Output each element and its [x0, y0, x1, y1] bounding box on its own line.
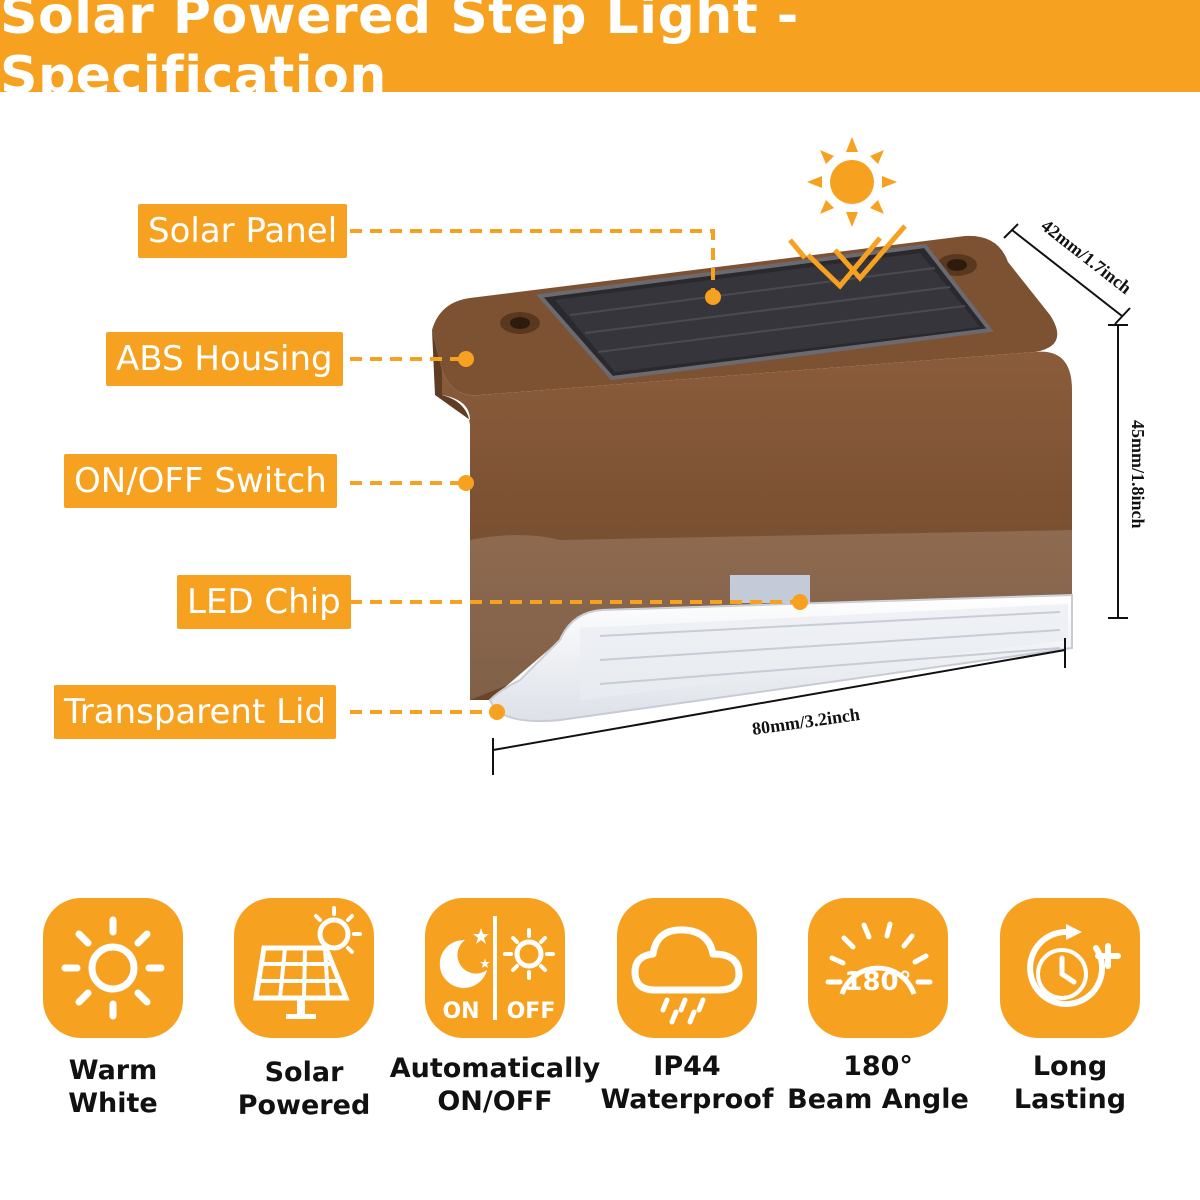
- feature-line2: Powered: [237, 1090, 371, 1121]
- product-diagram: 42mm/1.7inch 45mm/1.8inch 80mm/3.2inch: [350, 137, 1148, 775]
- solar-panel-icon: [253, 906, 362, 1019]
- feature-tile: [43, 898, 183, 1038]
- feature-line1: 180°: [843, 1051, 913, 1082]
- day-night-icon: ON OFF: [439, 916, 556, 1024]
- callout-text: Solar Panel: [148, 211, 338, 251]
- callout-text: ON/OFF Switch: [74, 461, 327, 501]
- feature-line2: Lasting: [1013, 1084, 1127, 1115]
- callout-abs-housing: ABS Housing: [106, 332, 343, 386]
- feature-label: Warm White: [6, 1054, 220, 1120]
- sunlight-arrows: [788, 224, 907, 290]
- feature-line1: Long: [1032, 1051, 1108, 1082]
- callout-text: ABS Housing: [116, 339, 333, 379]
- depth-dimension: 42mm/1.7inch: [1038, 215, 1136, 298]
- feature-line2: ON/OFF: [437, 1086, 553, 1117]
- feature-line2: White: [68, 1088, 158, 1119]
- callout-lid: Transparent Lid: [54, 685, 337, 739]
- feature-line1: IP44: [653, 1051, 721, 1082]
- off-label: OFF: [507, 999, 556, 1024]
- page-title: Solar Powered Step Light - Specification: [0, 0, 799, 106]
- feature-line1: Automatically: [389, 1053, 601, 1084]
- feature-tile: [1000, 898, 1140, 1038]
- abs-housing: [442, 351, 1072, 700]
- feature-label: Solar Powered: [197, 1056, 411, 1122]
- width-dimension: 80mm/3.2inch: [751, 704, 861, 739]
- leader-lines: [350, 229, 800, 714]
- feature-tile: ON OFF: [425, 898, 565, 1038]
- feature-tile: [234, 898, 374, 1038]
- feature-label: 180° Beam Angle: [771, 1050, 985, 1116]
- feature-line1: Warm: [68, 1055, 158, 1086]
- callout-text: Transparent Lid: [64, 692, 327, 732]
- height-dimension: 45mm/1.8inch: [1128, 420, 1148, 529]
- callout-solar-panel: Solar Panel: [138, 204, 348, 258]
- on-label: ON: [442, 999, 479, 1024]
- beam-angle-icon: 180°: [825, 921, 933, 997]
- feature-line2: Beam Angle: [787, 1084, 969, 1115]
- sun-icon: [61, 916, 165, 1020]
- feature-label: Automatically ON/OFF: [388, 1052, 602, 1118]
- clock-plus-icon: [1027, 924, 1121, 1007]
- feature-line2: Waterproof: [600, 1084, 774, 1115]
- cloud-rain-icon: [631, 926, 743, 1025]
- callout-switch: ON/OFF Switch: [64, 454, 337, 508]
- feature-line1: Solar: [264, 1057, 344, 1088]
- feature-tile: 180°: [808, 898, 948, 1038]
- solar-panel: [536, 243, 994, 381]
- dimension-lines: [492, 223, 1131, 775]
- feature-tile: [617, 898, 757, 1038]
- feature-label: Long Lasting: [963, 1050, 1177, 1116]
- feature-label: IP44 Waterproof: [580, 1050, 794, 1116]
- sun-graphic: [807, 137, 897, 227]
- title-banner: Solar Powered Step Light - Specification: [0, 0, 1200, 106]
- beam-angle-badge: 180°: [844, 967, 911, 997]
- callout-led-chip: LED Chip: [177, 575, 351, 629]
- callout-text: LED Chip: [187, 582, 341, 622]
